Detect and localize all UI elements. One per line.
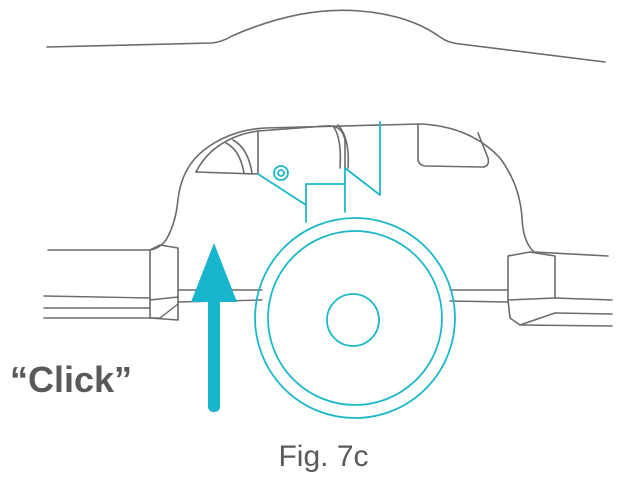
click-annotation: “Click” [10,359,133,400]
figure-caption: Fig. 7c [278,440,369,473]
wheel-housing [47,123,609,326]
wheel-assembly [254,121,456,419]
wheel-outer [254,217,456,419]
wheel-inner [267,230,443,406]
right-rail [449,289,613,327]
body-top-contour [46,9,606,63]
wheel-hub [326,293,380,347]
up-arrow-icon [191,243,237,412]
